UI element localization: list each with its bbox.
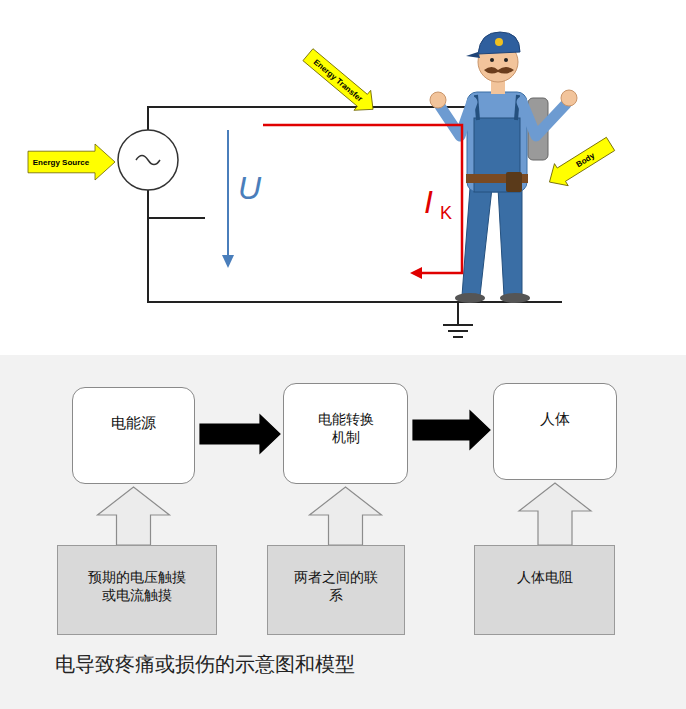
input-arrow [519, 483, 591, 545]
box-text: 电能源 [79, 414, 188, 434]
process-box: 电能转换 机制 [283, 383, 408, 484]
energy-transfer-callout: Energy Transfer [299, 45, 381, 120]
box-text: 人体 [500, 410, 610, 430]
factor-box: 预期的电压触摸 或电流触摸 [57, 545, 217, 635]
body-callout: Body [543, 133, 618, 193]
flow-arrow [413, 411, 490, 449]
process-box: 人体 [493, 383, 617, 480]
factor-box: 人体电阻 [474, 545, 615, 635]
energy-source-callout: Energy Source [28, 144, 115, 180]
current-path [263, 125, 462, 273]
callout-arrow-fill [28, 144, 115, 180]
box-text: 电能转换 机制 [310, 410, 382, 446]
box-text: 人体电阻 [481, 568, 608, 586]
process-box: 电能源 [72, 387, 195, 484]
input-arrow [310, 487, 382, 545]
ac-source-symbol [118, 130, 178, 190]
callout-arrow-fill [543, 133, 618, 193]
current-arrowhead [410, 267, 422, 279]
box-text: 预期的电压触摸 或电流触摸 [77, 568, 197, 604]
voltage-arrow [227, 130, 229, 258]
voltage-symbol: U [238, 170, 261, 207]
callout-text: Energy Transfer [312, 57, 364, 103]
sine-symbol [136, 156, 160, 165]
callout-arrow-fill [299, 45, 381, 120]
flow-arrow [200, 415, 280, 453]
ground-symbol [443, 302, 473, 337]
input-arrow [98, 487, 170, 545]
background-panel [0, 355, 686, 709]
current-subscript: K [440, 203, 452, 224]
callout-text: Energy Source [33, 158, 89, 167]
current-symbol: I [424, 184, 433, 221]
voltage-arrowhead [222, 255, 234, 268]
box-text: 两者之间的联 系 [286, 568, 386, 604]
figure-caption: 电导致疼痛或损伤的示意图和模型 [55, 651, 355, 678]
factor-box: 两者之间的联 系 [267, 545, 405, 635]
circuit-wires [148, 107, 562, 302]
